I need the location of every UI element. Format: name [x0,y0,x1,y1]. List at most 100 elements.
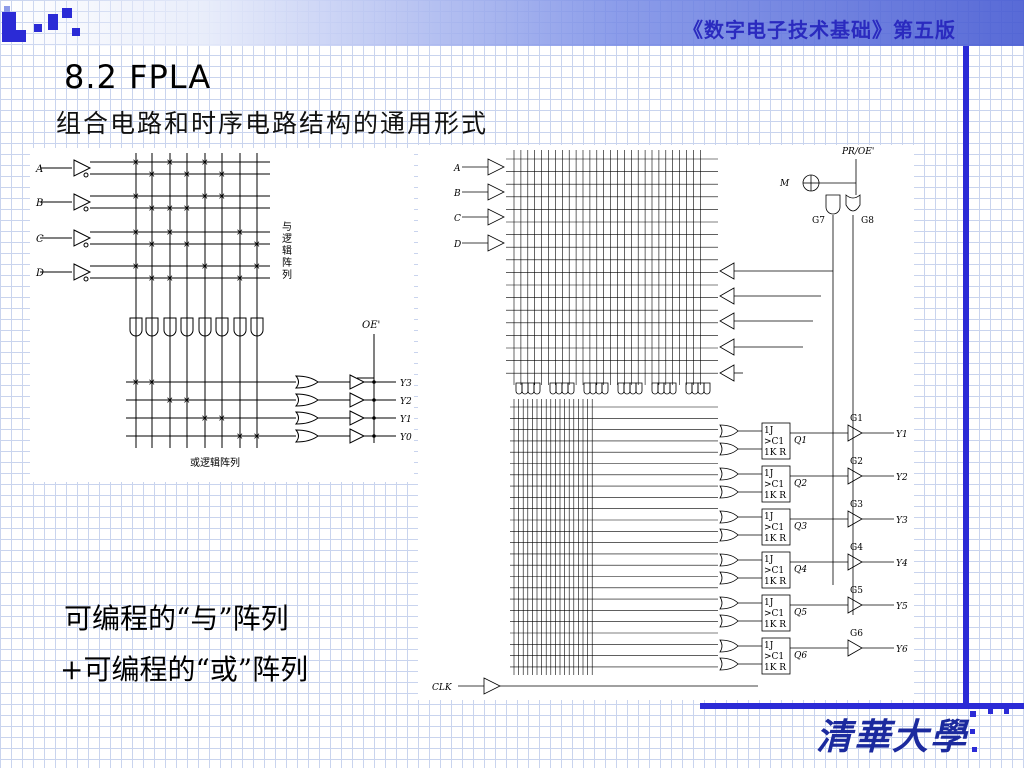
corner-decoration [2,6,80,42]
ff-q-label: Q4 [794,565,807,575]
svg-text:×: × [218,170,226,180]
svg-text:×: × [132,378,140,388]
ff-line-1kr: 1K R [764,577,786,587]
left-output-y2: Y2 [400,397,412,407]
svg-text:×: × [132,262,140,272]
left-input-b: B [35,198,43,209]
ff-line-1j: 1J [764,555,774,565]
svg-text:×: × [183,204,191,214]
right-input-d: D [453,240,461,250]
out-gate-label: G4 [850,543,863,553]
svg-text:×: × [132,192,140,202]
right-input-c: C [454,214,461,224]
g8-label: G8 [861,216,874,226]
svg-text:×: × [236,228,244,238]
svg-text:×: × [132,228,140,238]
left-output-y3: Y3 [400,379,412,389]
left-input-a: A [35,164,43,175]
ff-line-c1: >C1 [764,437,784,447]
svg-text:×: × [218,414,226,424]
and-array-label-1: 与 [282,221,292,233]
left-input-d: D [35,268,44,279]
ff-line-1j: 1J [764,598,774,608]
ff-line-1kr: 1K R [764,663,786,673]
header-band [0,0,1024,46]
svg-text:×: × [148,274,156,284]
svg-text:×: × [183,170,191,180]
svg-text:×: × [132,158,140,168]
left-output-y1: Y1 [400,415,412,425]
ff-line-1j: 1J [764,469,774,479]
out-y-label: Y1 [896,430,908,440]
and-array-label-2: 逻 [282,233,292,245]
svg-text:×: × [148,378,156,388]
svg-text:×: × [183,240,191,250]
ff-line-1j: 1J [764,641,774,651]
corner-dots-decoration [970,709,1009,752]
ff-q-label: Q6 [794,651,807,661]
ff-line-c1: >C1 [764,566,784,576]
svg-text:×: × [218,192,226,202]
left-oe-label: OE' [362,320,380,331]
ff-q-label: Q1 [794,436,807,446]
or-array-label: 或逻辑阵列 [190,456,240,469]
g7-label: G7 [812,216,825,226]
ff-line-1kr: 1K R [764,620,786,630]
svg-text:×: × [148,170,156,180]
out-y-label: Y2 [896,473,908,483]
svg-text:×: × [201,158,209,168]
and-array-label-4: 阵 [282,256,292,269]
ff-line-1kr: 1K R [764,491,786,501]
ff-q-label: Q2 [794,479,807,489]
ff-line-1j: 1J [764,512,774,522]
ff-line-c1: >C1 [764,480,784,490]
svg-text:×: × [236,274,244,284]
out-y-label: Y3 [896,516,908,526]
out-gate-label: G5 [850,586,863,596]
caption-line-1: 可编程的“与”阵列 [64,602,289,635]
right-accent-bar [963,46,969,706]
fpla-combinational-diagram: × × × × × × × × × × × × × × × × × × × × × × × × × × × × × ×… [30,148,414,482]
svg-text:×: × [166,204,174,214]
clk-label: CLK [432,683,453,693]
svg-text:×: × [166,228,174,238]
book-title: 《数字电子技术基础》第五版 [683,18,956,42]
svg-text:×: × [201,262,209,272]
ff-line-1kr: 1K R [764,448,786,458]
right-input-a: A [453,164,461,174]
svg-text:×: × [166,274,174,284]
out-gate-label: G6 [850,629,863,639]
svg-text:×: × [166,396,174,406]
bottom-accent-bar [700,703,1024,709]
svg-text:×: × [201,192,209,202]
m-label: M [779,179,790,189]
svg-text:×: × [148,204,156,214]
out-gate-label: G2 [850,457,863,467]
out-y-label: Y5 [896,602,908,612]
ff-q-label: Q5 [794,608,807,618]
svg-text:×: × [183,396,191,406]
out-y-label: Y6 [896,645,908,655]
svg-text:×: × [253,240,261,250]
and-array-label-3: 辑 [282,244,292,257]
section-subheading: 组合电路和时序电路结构的通用形式 [56,109,489,138]
out-gate-label: G1 [850,414,863,424]
out-y-label: Y4 [896,559,908,569]
svg-text:×: × [166,158,174,168]
ff-line-1j: 1J [764,426,774,436]
ff-line-c1: >C1 [764,523,784,533]
pr-oe-label: PR/OE' [841,147,874,157]
ff-line-c1: >C1 [764,609,784,619]
svg-text:×: × [253,432,261,442]
svg-text:×: × [148,240,156,250]
out-gate-label: G3 [850,500,863,510]
ff-line-1kr: 1K R [764,534,786,544]
left-input-c: C [36,234,44,245]
section-heading: 8.2 FPLA [64,58,212,96]
svg-text:×: × [236,432,244,442]
ff-q-label: Q3 [794,522,807,532]
tsinghua-logo: 清華大學 [816,716,969,758]
ff-line-c1: >C1 [764,652,784,662]
svg-text:×: × [201,414,209,424]
